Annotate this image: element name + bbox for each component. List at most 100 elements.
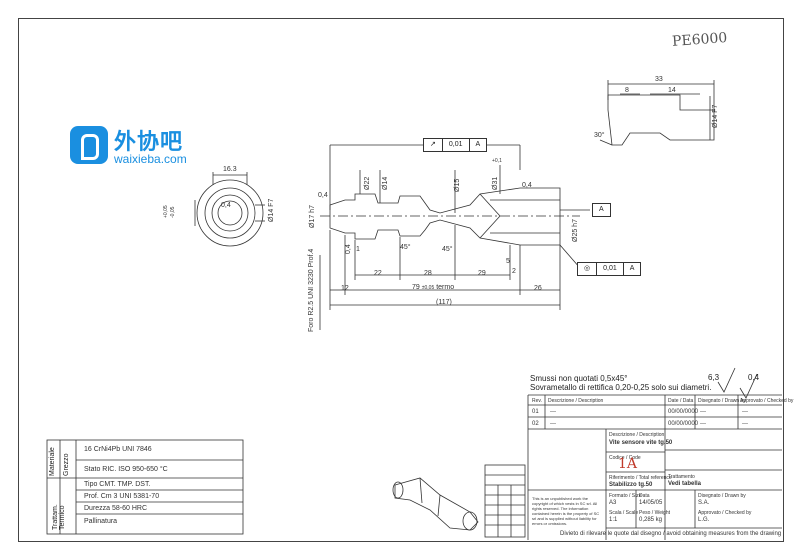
ref-value: Stabilizzo tg.50 [609, 482, 653, 488]
tipo-spec: Tipo CMT. TMP. DST. [84, 481, 151, 488]
dia-15: Ø15 [454, 178, 461, 192]
group-material: Materiale [49, 447, 56, 476]
angle-right: 45° [442, 246, 453, 253]
stato-spec: Stato RIC. ISO 950-650 °C [84, 466, 168, 473]
weight-label: Peso / Weight [639, 510, 671, 516]
logo-url: waixieba.com [114, 152, 187, 166]
runout-frame: ↗ 0,01 A [423, 138, 488, 152]
weight-value: 0,285 kg [639, 517, 663, 523]
detail-dim-14: 14 [668, 87, 676, 94]
rev-row-2-drawn: --- [700, 421, 706, 427]
datum-a: A [599, 206, 604, 213]
overall-79: 79 ±0,05 termo [412, 284, 454, 291]
date-header: Date / Data [668, 398, 694, 404]
length-29: 29 [478, 270, 486, 277]
drawn-value: S.A. [698, 500, 710, 506]
code-value: 1A [618, 456, 638, 472]
chamfer-left: 0,4 [318, 192, 328, 199]
detail-dim-8: 8 [625, 87, 629, 94]
rev-row-1-date: 00/00/0000 [668, 409, 699, 415]
tol-31: +0,1 [492, 158, 502, 164]
rev-row-2-checked: --- [742, 421, 748, 427]
group-trattamento: Trattam. Termico [52, 504, 66, 530]
checked-header: Approvato / Checked by [740, 398, 794, 404]
overall-12: 12 [341, 285, 349, 292]
prof-spec: Prof. Cm 3 UNI 5381-70 [84, 493, 160, 500]
code-label: Codice / Code [609, 455, 641, 461]
section-width: 16.3 [223, 166, 237, 173]
roughness-a: 6,3 [708, 373, 720, 382]
desc-value: Vite sensore vite tg.50 [609, 440, 673, 446]
rev-header: Rev. [532, 398, 542, 404]
thread-label: Foro R2.5 UNI 3230 Prof.4 [308, 248, 315, 332]
section-tol-lower: -0,05 [170, 206, 176, 218]
durezza-spec: Durezza 58-60 HRC [84, 505, 148, 512]
length-28: 28 [424, 270, 432, 277]
rev-row-2-rev: 02 [532, 421, 539, 427]
scale-value: 1:1 [609, 517, 618, 523]
dia-22: Ø22 [364, 176, 371, 190]
note-chamfers: Smussi non quotati 0,5x45° [530, 374, 628, 383]
drawn-label: Disegnato / Drawn by [698, 493, 746, 499]
section-chamfer: 0,4 [221, 202, 231, 209]
footer-note: Divieto di rilevare le quote dal disegno… [560, 531, 782, 537]
roughness-b: 0,4 [748, 373, 760, 382]
length-2: 2 [512, 268, 516, 275]
legal-note: This is an unpublished work the copyrigh… [532, 496, 600, 526]
rev-row-2-date: 00/00/0000 [668, 421, 699, 427]
drawing-frame [18, 18, 784, 542]
checked-label: Approvato / Checked by [698, 510, 752, 516]
length-5: 5 [506, 258, 510, 265]
treatment-value: Vedi tabella [668, 481, 702, 487]
material-spec: 16 CrNi4Pb UNI 7846 [84, 446, 152, 453]
runout-datum: A [475, 141, 481, 148]
dia-14: Ø14 [382, 176, 389, 190]
checked-value: L.G. [698, 517, 710, 523]
dia-17: Ø17 h7 [309, 205, 316, 228]
ref-label: Riferimento / Total reference [609, 475, 672, 481]
drawn-header: Disegnato / Drawn by [698, 398, 746, 404]
concentricity-frame: ◎ 0,01 A [577, 262, 642, 276]
section-diameter: Ø14 F7 [268, 198, 275, 222]
length-1: 1 [356, 246, 360, 253]
finish-spec: Pallinatura [84, 518, 118, 525]
overall-79-label: termo [436, 284, 455, 291]
scale-label: Scala / Scale [609, 510, 639, 516]
rev-row-1-desc: --- [550, 409, 556, 415]
overall-79-value: 79 [412, 284, 420, 291]
date-label: Data [639, 493, 650, 499]
rev-row-1-rev: 01 [532, 409, 539, 415]
logo-icon [70, 126, 108, 164]
detail-diameter: Ø14 F7 [712, 104, 719, 128]
runout-icon: ↗ [424, 139, 443, 151]
desc-header: Descrizione / Description [548, 398, 604, 404]
format-label: Formato / Size [609, 493, 642, 499]
date-value: 14/05/05 [639, 500, 663, 506]
angle-left: 45° [400, 244, 411, 251]
group-grezzo: Grezzo [63, 453, 70, 476]
logo-text: 外协吧 [114, 130, 184, 155]
detail-dim-33: 33 [655, 76, 663, 83]
desc-label: Descrizione / Description [609, 432, 665, 438]
runout-value: 0,01 [443, 139, 470, 151]
overall-79-tol: ±0,05 [421, 285, 435, 291]
length-22: 22 [374, 270, 382, 277]
section-tol-upper: +0,05 [163, 205, 169, 218]
concentricity-icon: ◎ [578, 263, 598, 275]
detail-angle: 30° [594, 132, 605, 139]
treatment-label: Trattamento [668, 474, 695, 480]
format-value: A3 [609, 500, 617, 506]
datum-a-frame: A [592, 203, 611, 217]
chamfer-right: 0,4 [522, 182, 532, 189]
concentricity-datum: A [629, 265, 635, 272]
rev-row-1-checked: --- [742, 409, 748, 415]
overall-26: 26 [534, 285, 542, 292]
dia-25: Ø25 h7 [572, 219, 579, 242]
overall-total: (117) [436, 299, 452, 306]
rev-row-2-desc: --- [550, 421, 556, 427]
dia-31: Ø31 [492, 176, 499, 190]
rev-row-1-drawn: --- [700, 409, 706, 415]
chamfer-bottom: 0,4 [345, 244, 352, 254]
